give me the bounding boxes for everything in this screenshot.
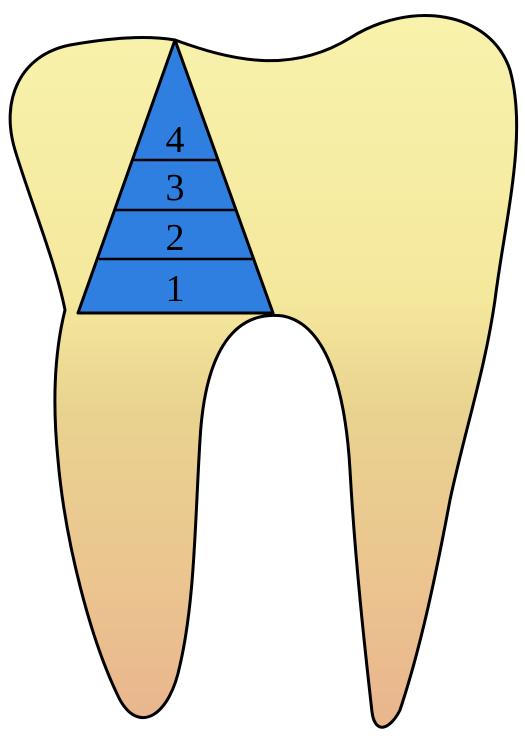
layer-label-2: 2 (166, 217, 185, 259)
layer-label-4: 4 (166, 119, 185, 161)
layer-label-1: 1 (166, 268, 185, 310)
tooth-outline (10, 16, 517, 728)
layer-label-3: 3 (166, 167, 185, 209)
